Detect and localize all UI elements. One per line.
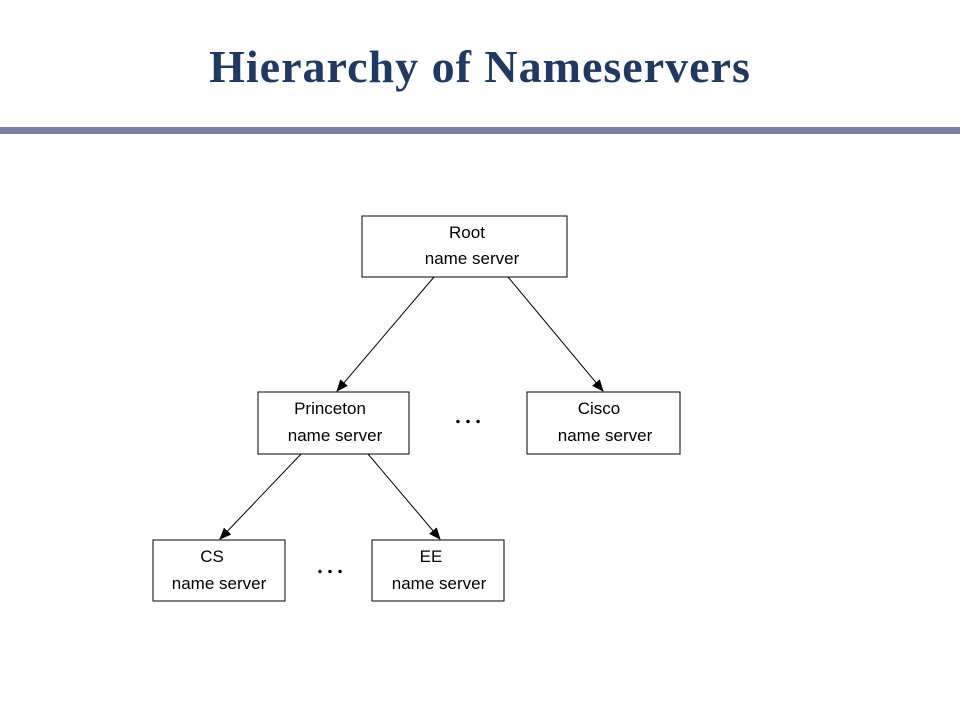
node-ee-line2: name server <box>392 574 487 593</box>
node-cisco-line2: name server <box>558 426 653 445</box>
node-cs-line1: CS <box>200 547 224 566</box>
node-princeton: Princeton name server <box>257 391 410 455</box>
node-princeton-line2: name server <box>288 426 383 445</box>
node-root-line2: name server <box>425 249 520 268</box>
title-divider <box>0 127 960 134</box>
node-root: Root name server <box>361 215 568 278</box>
edge-root-to-princeton <box>336 276 435 392</box>
ellipsis-level3: … <box>315 547 345 580</box>
node-cs-line2: name server <box>172 574 267 593</box>
node-cisco: Cisco name server <box>526 391 681 455</box>
node-princeton-line1: Princeton <box>294 399 366 418</box>
slide-title: Hierarchy of Nameservers <box>209 41 751 92</box>
node-ee-line1: EE <box>420 547 443 566</box>
edge-princeton-to-ee <box>367 453 441 540</box>
node-ee: EE name server <box>371 539 505 602</box>
node-root-line1: Root <box>449 223 485 242</box>
ellipsis-level2: … <box>453 397 483 430</box>
node-cs: CS name server <box>152 539 286 602</box>
edge-princeton-to-cs <box>219 453 302 540</box>
node-cisco-line1: Cisco <box>578 399 621 418</box>
edge-root-to-cisco <box>507 276 604 392</box>
